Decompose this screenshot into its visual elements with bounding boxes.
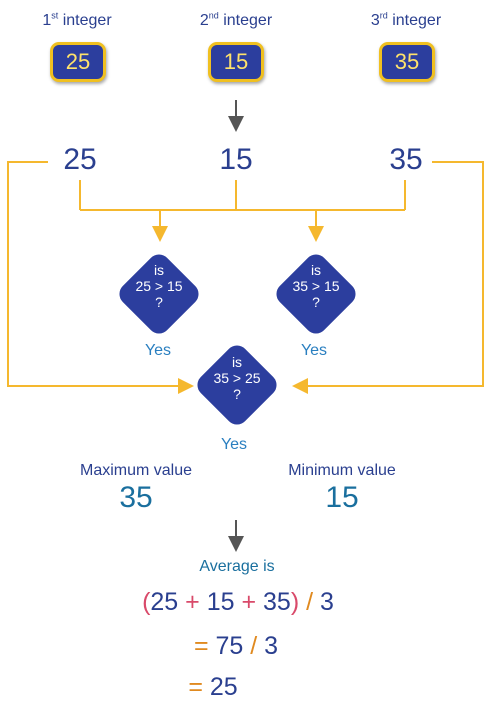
right-outer-connector xyxy=(292,161,484,394)
row-number-b: 15 xyxy=(219,143,253,176)
second-integer-label: 2nd integer xyxy=(199,10,273,29)
third-integer-label: 3rd integer xyxy=(370,10,442,29)
first-integer-badge: 25 xyxy=(50,42,106,82)
average-formula: (25 + 15 + 35) / 3 xyxy=(142,588,334,616)
maximum-value-label: Maximum value xyxy=(79,462,193,479)
yes-label-right: Yes xyxy=(300,342,328,359)
decision-diamond-left xyxy=(117,252,201,336)
yes-label-left: Yes xyxy=(144,342,172,359)
average-title: Average is xyxy=(199,558,275,575)
average-result-line: = 25 xyxy=(188,673,238,701)
minimum-value-label: Minimum value xyxy=(288,462,396,479)
minimum-value: 15 xyxy=(325,481,359,514)
decision-diamond-bottom xyxy=(195,343,279,427)
second-integer-badge: 15 xyxy=(208,42,264,82)
row-number-c: 35 xyxy=(389,143,423,176)
decision-diamond-right xyxy=(274,252,358,336)
first-integer-label: 1st integer xyxy=(42,10,112,29)
yes-label-bottom: Yes xyxy=(220,436,248,453)
average-sum-line: = 75 / 3 xyxy=(193,632,279,660)
maximum-value: 35 xyxy=(119,481,153,514)
row-number-a: 25 xyxy=(63,143,97,176)
third-integer-badge: 35 xyxy=(379,42,435,82)
left-outer-connector xyxy=(7,161,194,394)
